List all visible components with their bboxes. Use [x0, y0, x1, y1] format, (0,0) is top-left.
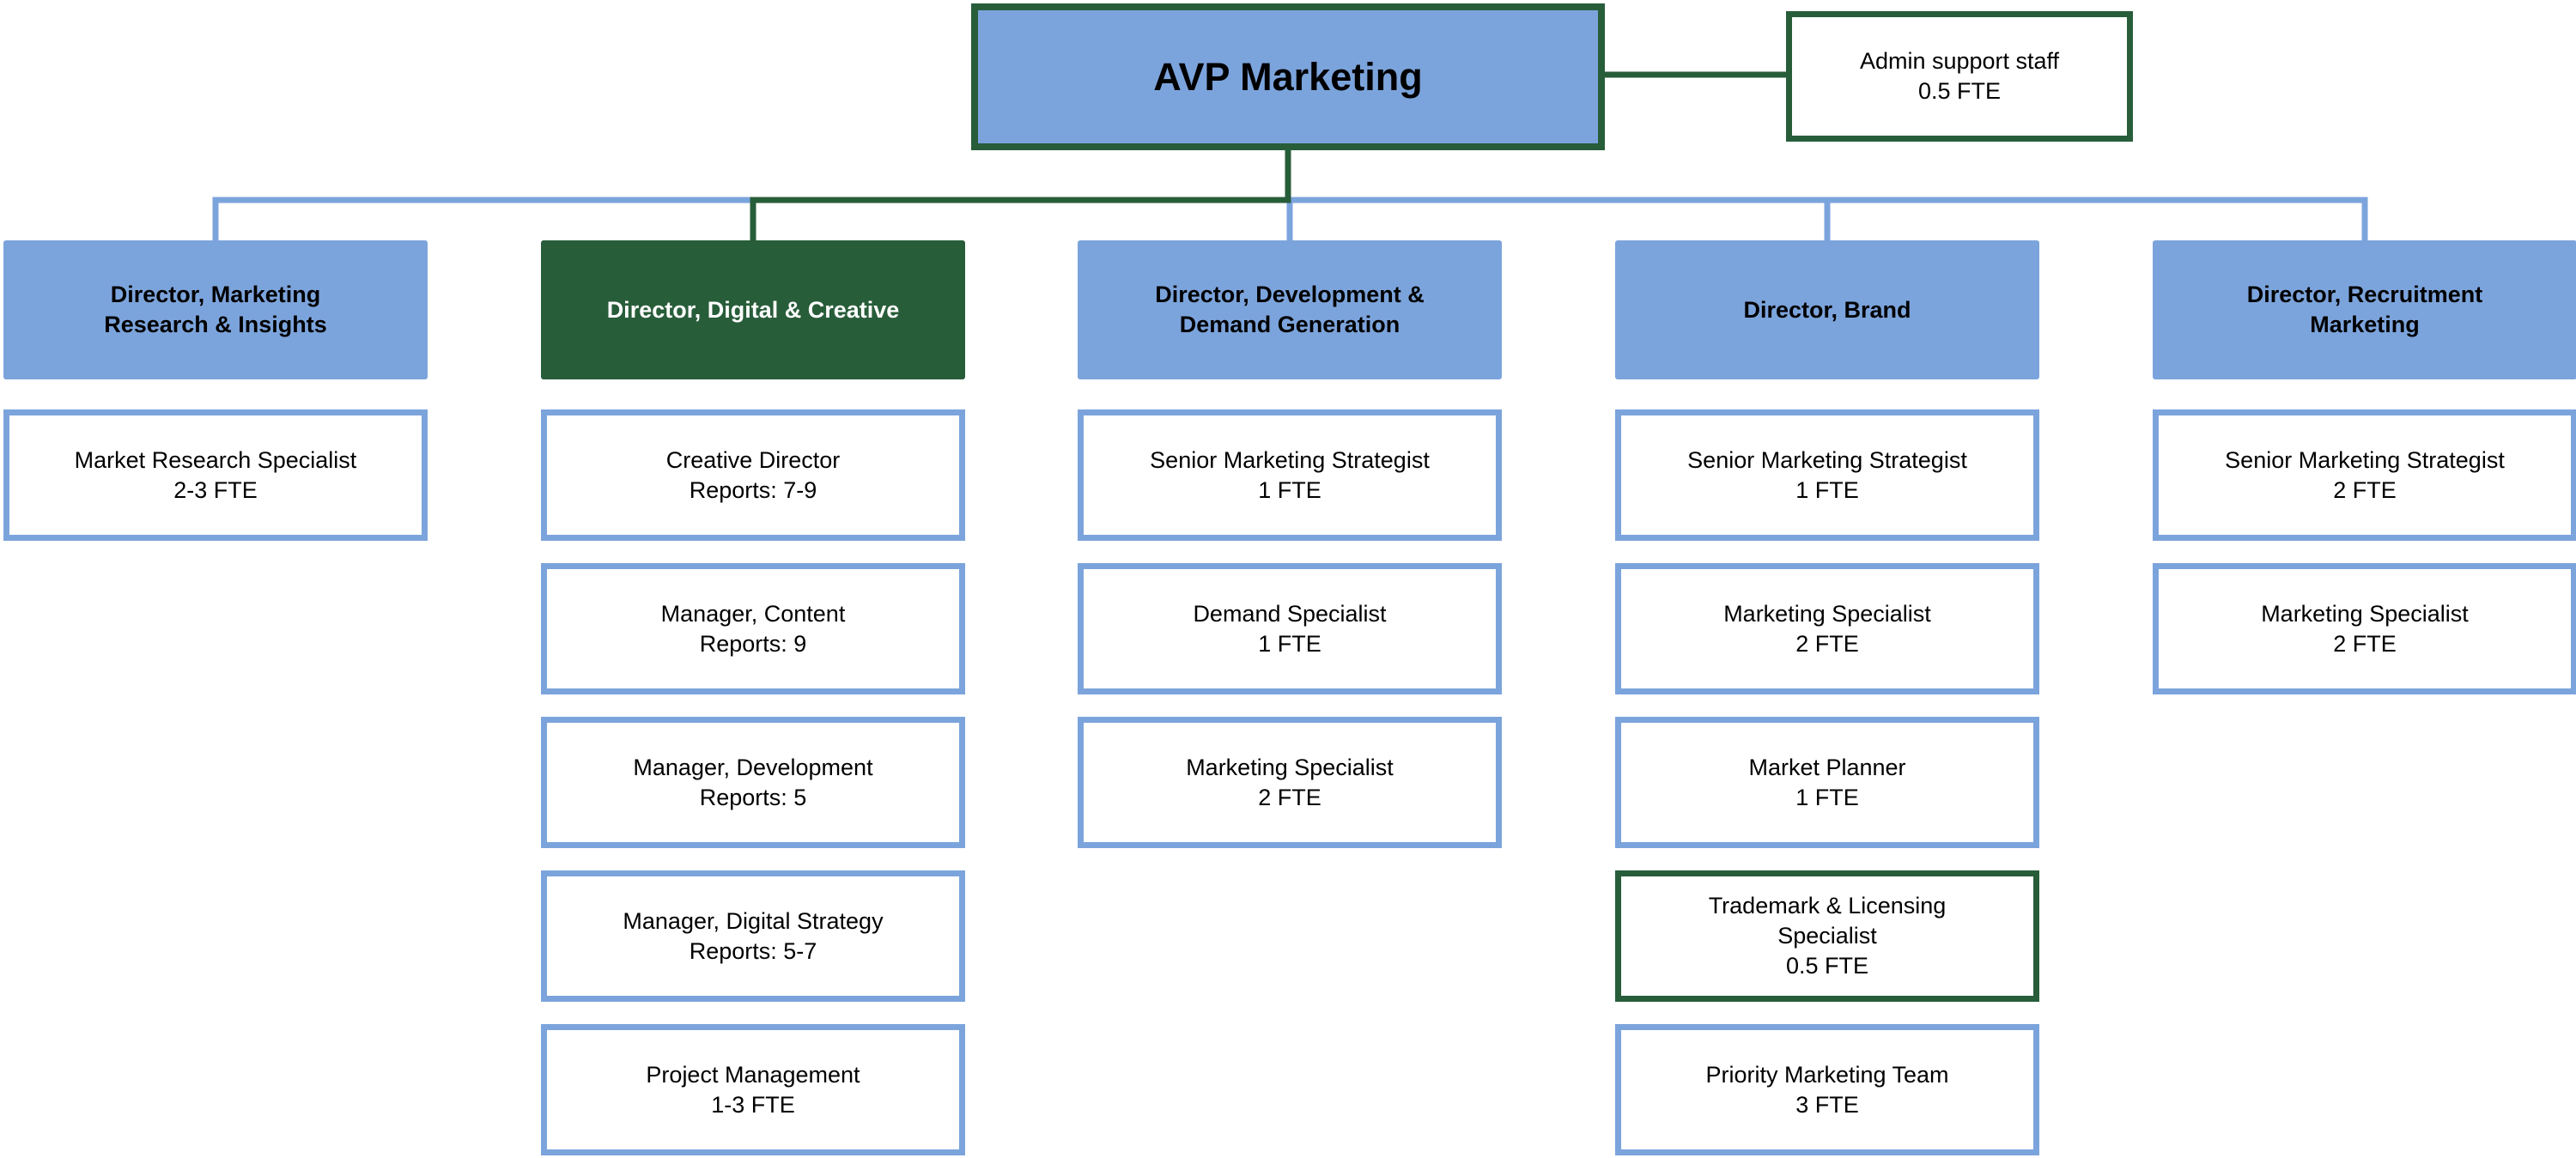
- staff-line2: 1-3 FTE: [711, 1091, 795, 1118]
- staff-line2: 2 FTE: [1258, 784, 1321, 810]
- staff-box: Priority Marketing Team 3 FTE: [1615, 1024, 2039, 1155]
- staff-line2: 2 FTE: [2333, 476, 2397, 503]
- staff-line1: Trademark & Licensing: [1708, 893, 1947, 919]
- staff-line2: 1 FTE: [1258, 476, 1321, 503]
- staff-line2: Reports: 5-7: [689, 937, 817, 964]
- staff-line2: 2-3 FTE: [173, 476, 258, 503]
- staff-line1: Marketing Specialist: [1186, 754, 1394, 780]
- staff-box: Marketing Specialist 2 FTE: [1615, 563, 2039, 694]
- staff-line1: Manager, Digital Strategy: [623, 907, 884, 934]
- director-title-line2: Demand Generation: [1179, 312, 1400, 337]
- staff-line2: Specialist: [1777, 923, 1877, 949]
- staff-line2: 1 FTE: [1258, 630, 1321, 657]
- staff-box: Marketing Specialist 2 FTE: [2153, 563, 2576, 694]
- staff-line1: Demand Specialist: [1193, 600, 1387, 627]
- staff-line2: 2 FTE: [1795, 630, 1859, 657]
- director-title-line1: Director, Brand: [1743, 296, 1911, 323]
- staff-line2: 1 FTE: [1795, 476, 1859, 503]
- staff-line1: Senior Marketing Strategist: [1150, 446, 1430, 473]
- director-title-line1: Director, Marketing: [110, 282, 321, 307]
- staff-line1: Creative Director: [665, 446, 841, 473]
- staff-line2: 2 FTE: [2333, 630, 2397, 657]
- staff-line1: Project Management: [646, 1061, 860, 1088]
- director-title-line1: Director, Digital & Creative: [606, 296, 900, 323]
- staff-line2: Reports: 5: [699, 784, 807, 810]
- staff-line1: Marketing Specialist: [2261, 600, 2469, 627]
- staff-line1: Priority Marketing Team: [1705, 1061, 1949, 1088]
- staff-line1: Market Planner: [1748, 754, 1906, 780]
- staff-line1: Marketing Specialist: [1723, 600, 1931, 627]
- admin-support-box: Admin support staff 0.5 FTE: [1786, 11, 2133, 142]
- director-title-line2: Marketing: [2310, 312, 2420, 337]
- director-title-line1: Director, Development &: [1155, 282, 1425, 307]
- staff-box: Project Management 1-3 FTE: [541, 1024, 965, 1155]
- director-box-4: Director, Brand: [1615, 240, 2039, 379]
- staff-line2: Reports: 9: [699, 630, 807, 657]
- staff-line2: Reports: 7-9: [689, 476, 817, 503]
- staff-line1: Manager, Development: [633, 754, 873, 780]
- staff-line1: Market Research Specialist: [74, 446, 357, 473]
- director-box-2: Director, Digital & Creative: [541, 240, 965, 379]
- staff-box: Senior Marketing Strategist 1 FTE: [1615, 409, 2039, 541]
- staff-line1: Manager, Content: [660, 600, 846, 627]
- staff-box: Marketing Specialist 2 FTE: [1078, 717, 1502, 848]
- staff-line1: Senior Marketing Strategist: [1687, 446, 1967, 473]
- staff-line2: 1 FTE: [1795, 784, 1859, 810]
- staff-line2: 3 FTE: [1795, 1091, 1859, 1118]
- admin-support-line2: 0.5 FTE: [1917, 78, 2002, 104]
- staff-box: Demand Specialist 1 FTE: [1078, 563, 1502, 694]
- director-title-line2: Research & Insights: [104, 312, 327, 337]
- avp-marketing-title: AVP Marketing: [1153, 54, 1423, 99]
- staff-box: Senior Marketing Strategist 1 FTE: [1078, 409, 1502, 541]
- staff-box: Market Research Specialist 2-3 FTE: [3, 409, 428, 541]
- director-box-3: Director, Development & Demand Generation: [1078, 240, 1502, 379]
- staff-line3: 0.5 FTE: [1785, 953, 1869, 979]
- staff-line1: Senior Marketing Strategist: [2225, 446, 2505, 473]
- admin-support-line1: Admin support staff: [1859, 48, 2060, 74]
- director-title-line1: Director, Recruitment: [2246, 282, 2483, 307]
- avp-marketing-box: AVP Marketing: [971, 3, 1605, 150]
- staff-box: Senior Marketing Strategist 2 FTE: [2153, 409, 2576, 541]
- staff-box: Market Planner 1 FTE: [1615, 717, 2039, 848]
